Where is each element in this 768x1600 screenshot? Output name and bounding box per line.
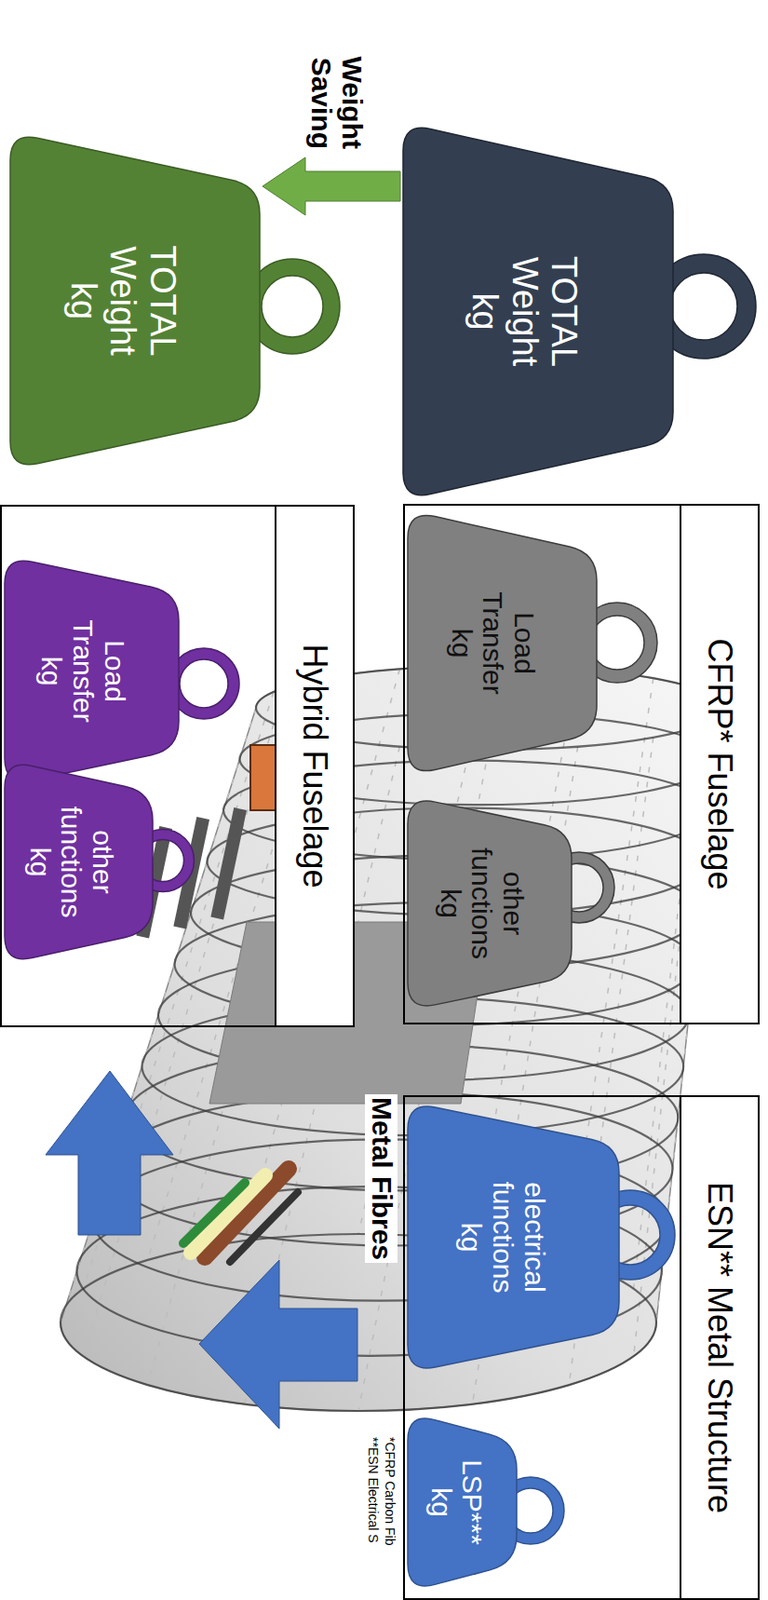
weight-body <box>10 136 260 465</box>
weight-label: TOTAL Weight kg <box>63 230 183 371</box>
orange-bar <box>250 744 277 810</box>
fuselage-panel: Load Transfer kg other functions kg Hybrid… <box>0 504 355 1027</box>
weight-block: other functions kg <box>4 759 153 964</box>
panel-title: Hybrid Fuselage <box>274 506 353 1025</box>
total-weight: TOTAL Weight kg <box>403 122 674 500</box>
panel-title: CFRP* Fuselage <box>679 505 758 1023</box>
cable-bundle <box>183 1168 298 1262</box>
weight-ring <box>253 267 332 346</box>
weight-label: TOTAL Weight kg <box>465 242 585 382</box>
callout-label: Metal Fibres <box>365 1093 399 1263</box>
weight-block: LSP*** kg <box>407 1412 517 1591</box>
fuselage-panel: Load Transfer kg other functions kg CFRP* … <box>403 503 760 1024</box>
block-arrow <box>262 157 401 216</box>
footnote: *CFRP Carbon Fib <box>382 1433 398 1548</box>
weight-ring <box>660 263 747 350</box>
edge-label: Weight Saving <box>306 13 368 149</box>
cable <box>229 1191 298 1262</box>
ring-outline <box>590 615 645 670</box>
blue-arrow <box>199 1259 358 1429</box>
weight-body <box>4 764 153 958</box>
weight-label: electrical functions kg <box>456 1169 551 1305</box>
weight-body <box>407 800 572 1006</box>
cable <box>183 1182 245 1243</box>
weight-body <box>407 1417 517 1586</box>
ring-outline <box>670 272 738 340</box>
ring-outline <box>261 275 324 337</box>
fuselage-panel: electrical functions kg LSP*** kg ESN** Me… <box>403 1094 760 1600</box>
weight-block: electrical functions kg <box>407 1101 620 1373</box>
weight-label: Load Transfer kg <box>445 578 540 709</box>
panel-title: ESN** Metal Structure <box>679 1096 758 1598</box>
weight-label: LSP*** kg <box>425 1450 488 1553</box>
footnote: **ESN Electrical S <box>365 1433 381 1546</box>
weight-body <box>407 1105 620 1368</box>
weight-body <box>403 127 674 495</box>
weight-block: other functions kg <box>407 795 572 1011</box>
ring-outline <box>179 659 229 708</box>
total-weight: TOTAL Weight kg <box>10 132 260 470</box>
fuselage-frames <box>60 665 722 1411</box>
weight-body <box>4 560 179 782</box>
beam <box>210 807 247 919</box>
weight-block: Load Transfer kg <box>407 510 597 776</box>
fuselage-barrel <box>60 665 722 1411</box>
weight-block: Load Transfer kg <box>4 555 179 786</box>
weight-label: other functions kg <box>434 840 529 967</box>
weight-label: Load Transfer kg <box>36 606 131 737</box>
weight-label: other functions kg <box>24 798 119 925</box>
weight-body <box>407 514 597 770</box>
blue-arrow <box>45 1070 174 1235</box>
weight-ring <box>174 653 234 714</box>
